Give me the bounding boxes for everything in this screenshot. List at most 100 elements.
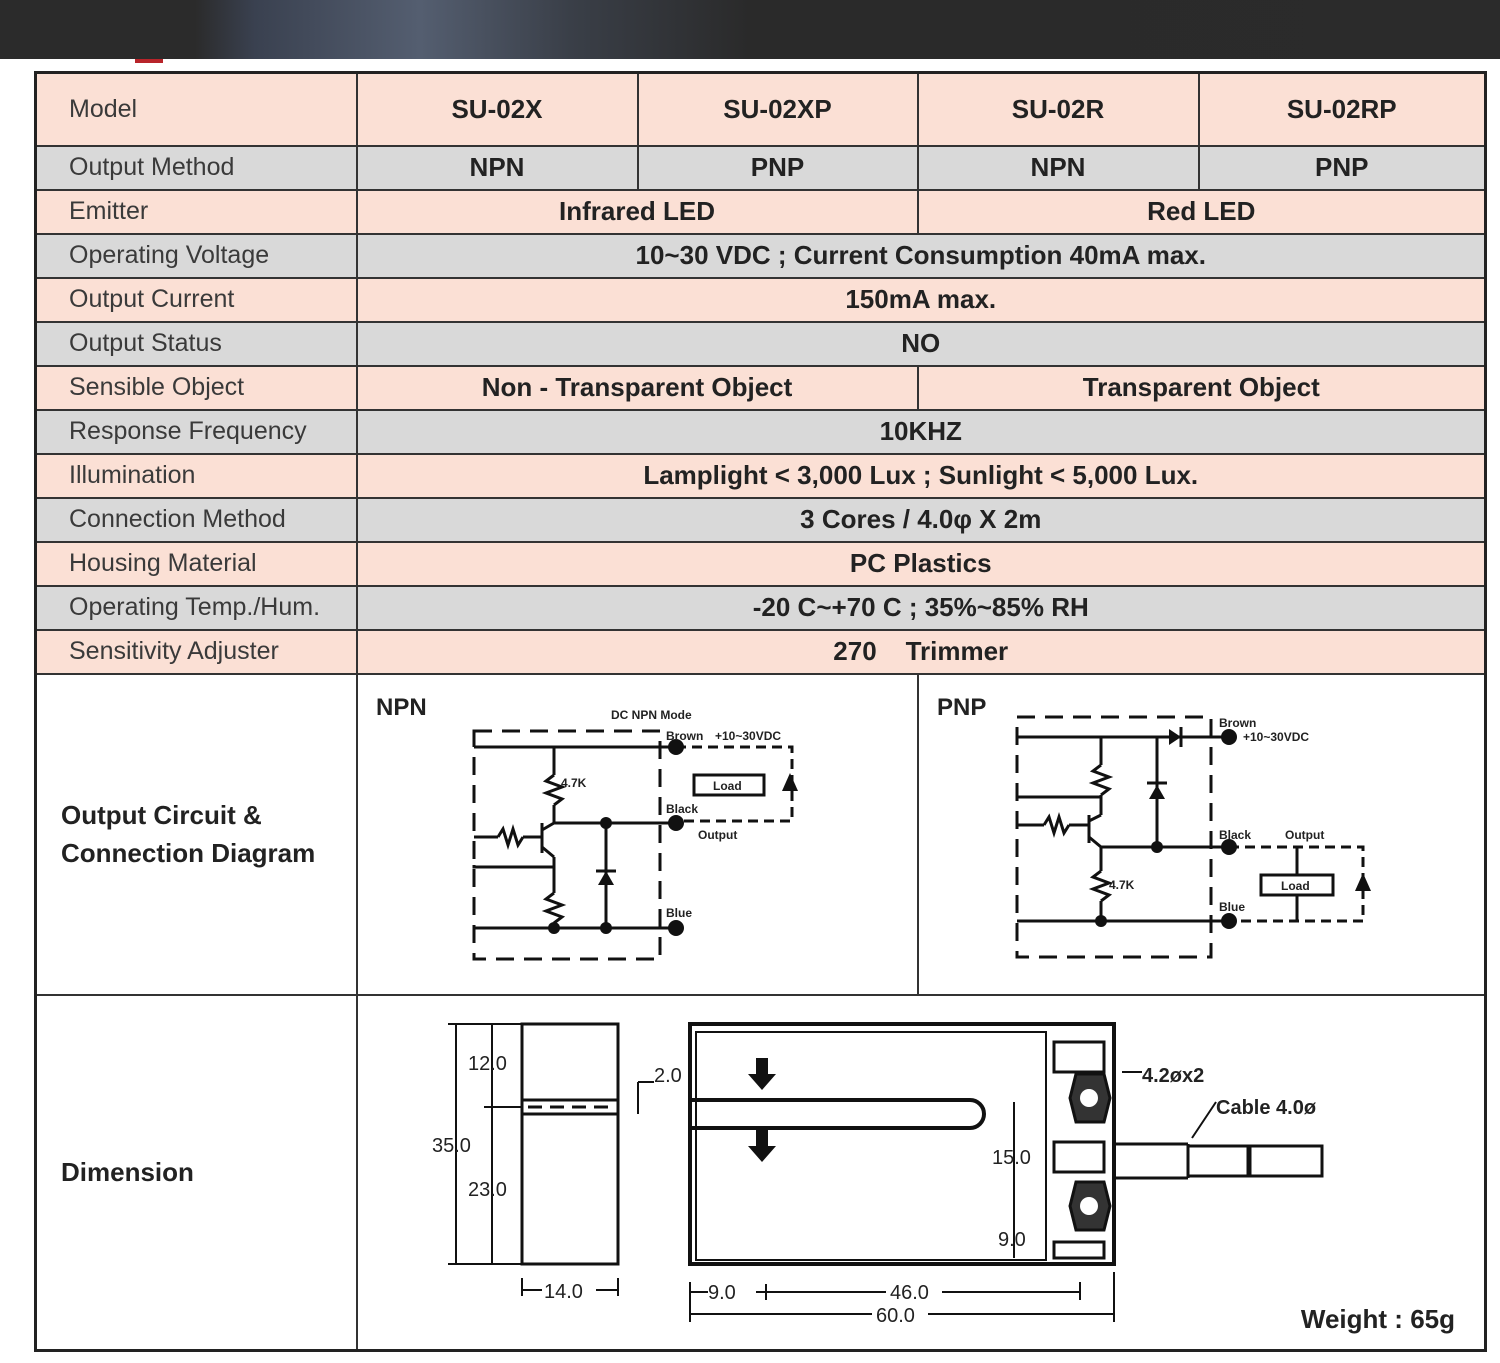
row-sensitivity-adjuster: Sensitivity Adjuster 270 Trimmer [34,628,1487,675]
operating-voltage-value: 10~30 VDC ; Current Consumption 40mA max… [355,232,1487,279]
row-dimension: Dimension [34,993,1487,1351]
arrow-down-icon-2 [747,1129,776,1162]
label-emitter: Emitter [34,188,358,235]
arrow-down-icon-1 [747,1057,776,1090]
illumination-value: Lamplight < 3,000 Lux ; Sunlight < 5,000… [355,452,1487,499]
pnp-circuit-cell: PNP [916,672,1487,996]
npn-blue-label: Blue [666,906,692,920]
pnp-output-label: Output [1285,828,1324,842]
label-illumination: Illumination [34,452,358,499]
side-view [447,1022,654,1296]
npn-black-terminal [667,814,684,831]
spec-table: Model SU-02X SU-02XP SU-02R SU-02RP Outp… [34,71,1487,1352]
npn-junction-2 [547,921,560,934]
mount-hole-1-center [1079,1088,1098,1107]
npn-junction [599,816,612,829]
pnp-junction-2 [1094,914,1107,927]
pnp-black-terminal [1220,838,1237,855]
output-current-value: 150mA max. [355,276,1487,323]
npn-brown-terminal [667,738,684,755]
output-method-1: NPN [355,144,639,191]
output-method-2: PNP [636,144,919,191]
output-circuit-label-line1: Output Circuit & [61,800,262,830]
pnp-load-diode-icon [1354,872,1371,891]
npn-resistor-label: 4.7K [561,776,587,790]
label-operating-voltage: Operating Voltage [34,232,358,279]
label-sensible-object: Sensible Object [34,364,358,411]
top-view [687,1021,1323,1322]
model-1: SU-02X [355,71,639,147]
row-connection-method: Connection Method 3 Cores / 4.0φ X 2m [34,496,1487,543]
housing-material-value: PC Plastics [355,540,1487,587]
dim-14: 14.0 [544,1281,583,1303]
dim-35: 35.0 [432,1135,471,1157]
label-connection-method: Connection Method [34,496,358,543]
response-frequency-value: 10KHZ [355,408,1487,455]
emitter-2: Red LED [916,188,1487,235]
npn-zener-icon [597,870,614,885]
row-response-frequency: Response Frequency 10KHZ [34,408,1487,455]
accent-mark [135,59,163,63]
pnp-resistor-label: 4.7K [1109,878,1135,892]
pnp-title: PNP [937,694,986,721]
npn-title: NPN [376,694,427,721]
label-output-status: Output Status [34,320,358,367]
row-output-method: Output Method NPN PNP NPN PNP [34,144,1487,191]
dim-23: 23.0 [468,1179,507,1201]
connection-method-value: 3 Cores / 4.0φ X 2m [355,496,1487,543]
npn-circuit-wiring [472,729,793,960]
dim-60: 60.0 [876,1305,915,1327]
row-emitter: Emitter Infrared LED Red LED [34,188,1487,235]
dim-9v: 9.0 [998,1229,1026,1251]
model-3: SU-02R [916,71,1200,147]
npn-output-label: Output [698,828,737,842]
mount-hole-2-center [1079,1196,1098,1215]
sensible-object-2: Transparent Object [916,364,1487,411]
model-2: SU-02XP [636,71,919,147]
pnp-load-label: Load [1281,879,1310,893]
operating-temp-value: -20 C~+70 C ; 35%~85% RH [355,584,1487,631]
row-output-status: Output Status NO [34,320,1487,367]
label-dimension: Dimension [34,993,358,1351]
dim-cable: Cable 4.0ø [1216,1097,1317,1119]
row-output-current: Output Current 150mA max. [34,276,1487,323]
sensible-object-1: Non - Transparent Object [355,364,919,411]
row-sensible-object: Sensible Object Non - Transparent Object… [34,364,1487,411]
label-model: Model [34,71,358,147]
pnp-black-label: Black [1219,828,1251,842]
row-output-circuit: Output Circuit & Connection Diagram NPN … [34,672,1487,996]
row-operating-voltage: Operating Voltage 10~30 VDC ; Current Co… [34,232,1487,279]
label-output-method: Output Method [34,144,358,191]
npn-diode-icon [781,772,798,791]
pnp-diode-icon [1168,728,1181,745]
pnp-junction [1150,840,1163,853]
pnp-blue-label: Blue [1219,900,1245,914]
dim-12: 12.0 [468,1053,507,1075]
pnp-brown-terminal [1220,728,1237,745]
npn-circuit-cell: NPN DC NPN Mode [355,672,919,996]
dimension-drawing: 12.0 35.0 23.0 14.0 2.0 [432,1021,1455,1334]
dim-hole: 4.2øx2 [1142,1065,1204,1087]
label-operating-temp: Operating Temp./Hum. [34,584,358,631]
row-illumination: Illumination Lamplight < 3,000 Lux ; Sun… [34,452,1487,499]
model-4: SU-02RP [1197,71,1487,147]
dim-15: 15.0 [992,1147,1031,1169]
label-output-circuit: Output Circuit & Connection Diagram [34,672,358,996]
npn-supply-label: +10~30VDC [715,729,781,743]
dim-2: 2.0 [654,1065,682,1087]
header-banner [0,0,1500,59]
npn-black-label: Black [666,802,698,816]
label-output-current: Output Current [34,276,358,323]
output-circuit-label-line2: Connection Diagram [61,838,316,868]
pnp-brown-label: Brown [1219,716,1256,730]
label-housing-material: Housing Material [34,540,358,587]
npn-mode-label: DC NPN Mode [611,708,692,722]
output-status-value: NO [355,320,1487,367]
pnp-zener-icon [1148,784,1165,799]
label-sensitivity-adjuster: Sensitivity Adjuster [34,628,358,675]
pnp-blue-terminal [1220,912,1237,929]
label-response-frequency: Response Frequency [34,408,358,455]
npn-brown-label: Brown [666,729,703,743]
pnp-circuit-wiring [1015,715,1364,958]
pnp-supply-label: +10~30VDC [1243,730,1309,744]
